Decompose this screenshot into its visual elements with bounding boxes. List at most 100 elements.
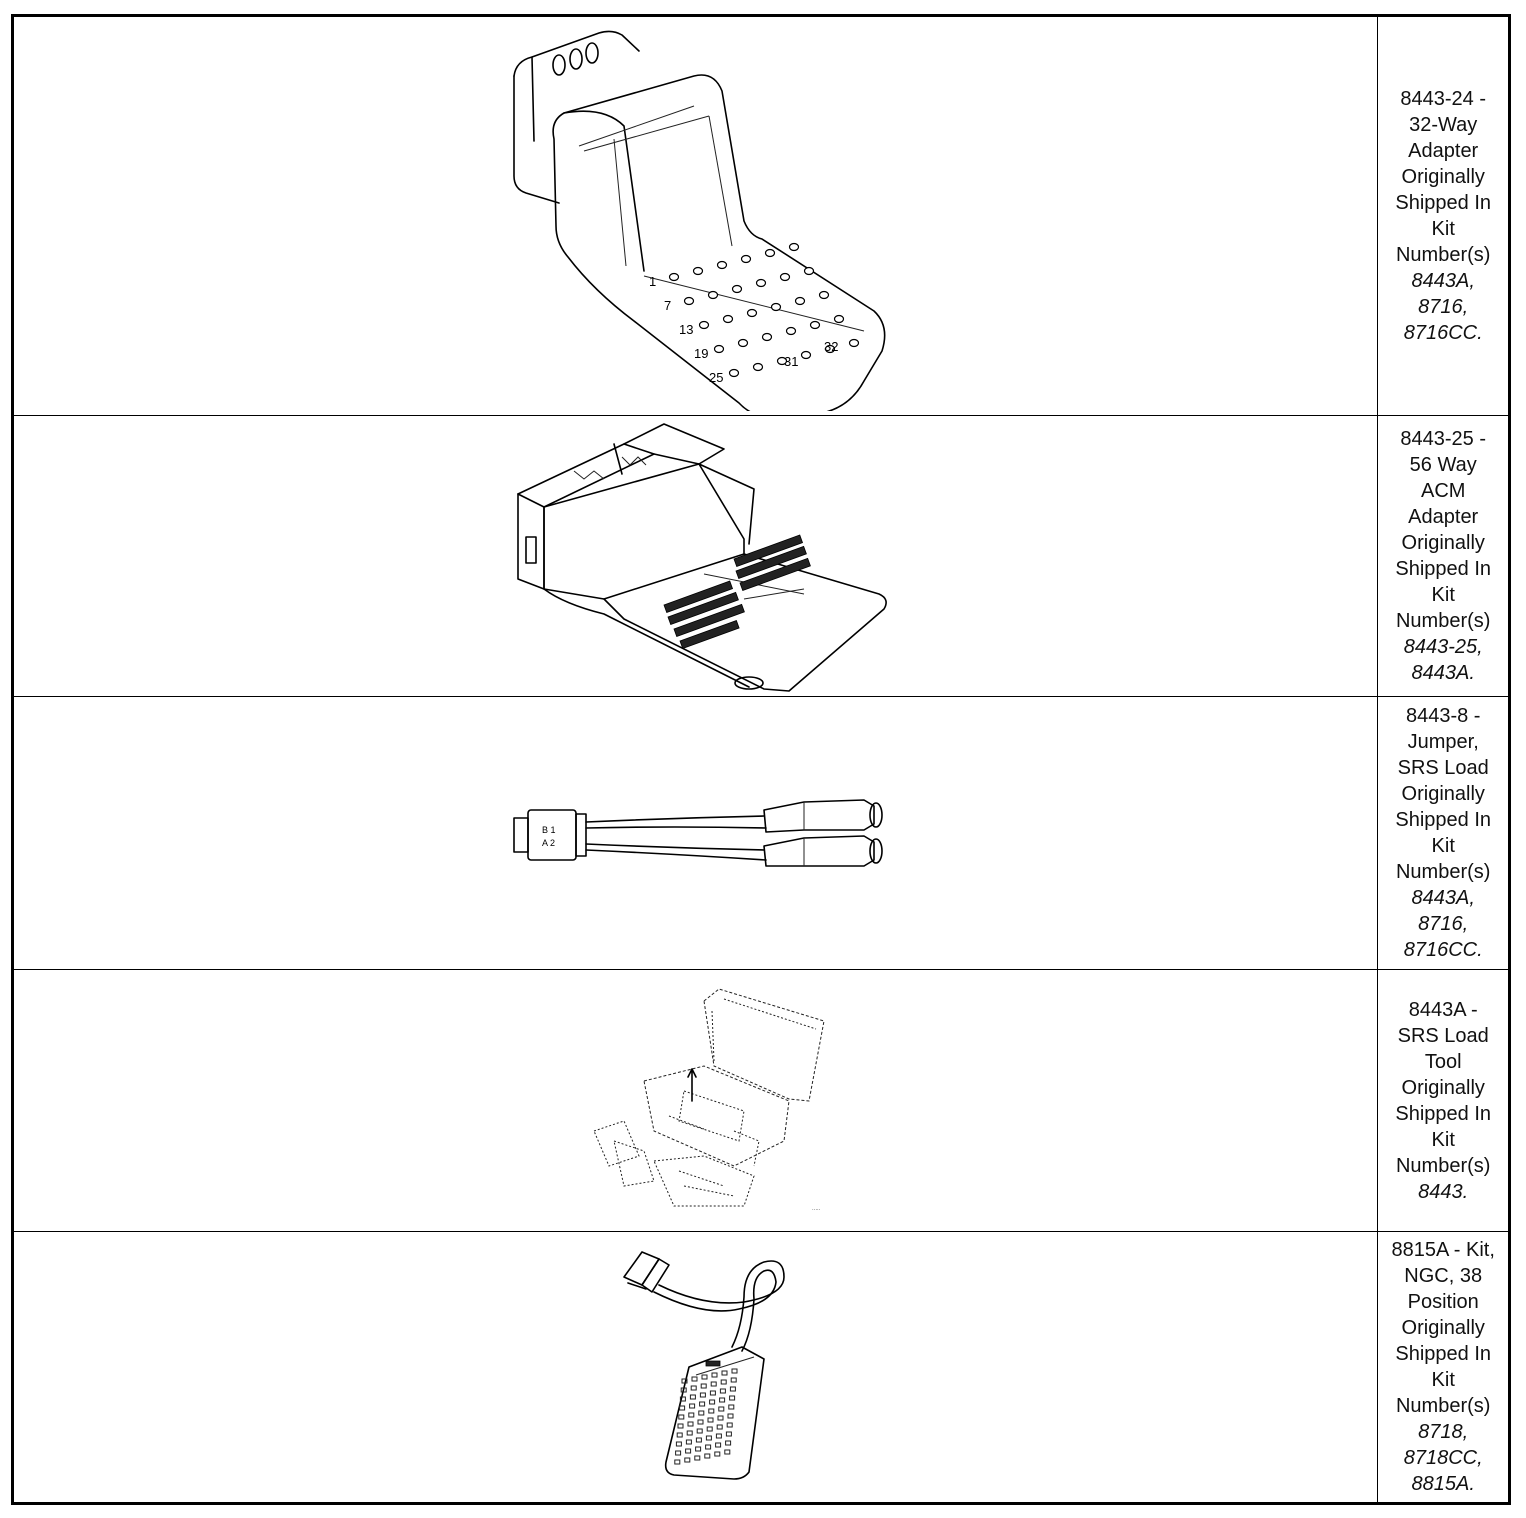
kit-number: 8443A, [1411, 270, 1475, 292]
tool-name-line: Position [1407, 1291, 1479, 1313]
note-line: Originally [1401, 1076, 1485, 1099]
kit-number: 8716CC. [1403, 322, 1483, 344]
note-line: Shipped In [1395, 192, 1492, 214]
pin-socket [781, 274, 790, 281]
pin-socket [790, 244, 799, 251]
pin-socket [678, 1424, 683, 1428]
kit-number: 8443-25, [1403, 636, 1483, 658]
pin-socket [711, 1382, 716, 1386]
tool-row: 8443-25 - 56 Way ACM Adapter Originally … [11, 415, 1510, 697]
note-line: Kit [1431, 1369, 1455, 1391]
pin-socket [724, 316, 733, 323]
pin-socket [685, 1458, 690, 1462]
tool-row: 8815A - Kit, NGC, 38 Position Originally… [11, 1231, 1510, 1504]
pin-socket [802, 352, 811, 359]
pin-socket [720, 1398, 725, 1402]
tool-description: 8443-8 - Jumper, SRS Load Originally Shi… [1377, 696, 1510, 970]
pin-label-32: 32 [824, 339, 838, 354]
pin-socket [742, 256, 751, 263]
pin-socket [728, 1414, 733, 1418]
pin-socket [679, 1415, 684, 1419]
tool-row: ····· 8443A - SRS Load Tool Originally S… [11, 969, 1510, 1232]
tool-illustration-cell [11, 1231, 1379, 1504]
pin-socket [702, 1375, 707, 1379]
pin-field-lower [664, 581, 744, 648]
note-line: Number(s) [1395, 244, 1491, 266]
pin-label-7: 7 [664, 298, 671, 313]
figure-id: ····· [812, 1207, 821, 1213]
note-line: Kit [1431, 584, 1455, 606]
kit-number: 8815A. [1411, 1473, 1475, 1495]
pin-socket [705, 1454, 710, 1458]
pin-socket [716, 1434, 721, 1438]
tool-code: 8443-24 - [1400, 88, 1487, 110]
pin-socket [694, 268, 703, 275]
pin-socket [680, 1397, 685, 1401]
pin-socket [709, 1409, 714, 1413]
note-line: Number(s) [1395, 861, 1491, 883]
kit-number: 8716, [1418, 296, 1469, 318]
pin-socket [700, 322, 709, 329]
note-line: Number(s) [1395, 1154, 1491, 1177]
kit-number: 8718CC, [1403, 1447, 1483, 1469]
tool-name-line: Adapter [1408, 140, 1479, 162]
pin-socket [787, 328, 796, 335]
note-line: Originally [1401, 166, 1485, 188]
note-line: Originally [1401, 783, 1485, 805]
tool-description: 8815A - Kit, NGC, 38 Position Originally… [1377, 1231, 1510, 1504]
tool-name-line: SRS Load [1397, 1024, 1489, 1047]
pin-socket [805, 268, 814, 275]
tool-name-line: Adapter [1408, 506, 1479, 528]
tool-name-line: Jumper, [1407, 731, 1479, 753]
note-line: Shipped In [1395, 558, 1492, 580]
pin-socket [692, 1377, 697, 1381]
pin-socket [748, 310, 757, 317]
pin-socket [708, 1418, 713, 1422]
pin-label-25: 25 [709, 370, 723, 385]
pin-socket [695, 1456, 700, 1460]
pin-socket [709, 292, 718, 299]
pin-socket [766, 250, 775, 257]
kit-number: 8716CC. [1403, 939, 1483, 961]
pin-socket [754, 364, 763, 371]
pin-socket [710, 1400, 715, 1404]
pin-socket [850, 340, 859, 347]
pin-socket [729, 1405, 734, 1409]
pin-socket [686, 1449, 691, 1453]
tool-illustration-cell: B 1 A 2 [11, 696, 1379, 970]
pin-label-19: 19 [694, 346, 708, 361]
tool-name-line: NGC, 38 [1404, 1265, 1483, 1287]
pin-socket [796, 298, 805, 305]
note-line: Shipped In [1395, 1102, 1492, 1125]
pin-socket [685, 298, 694, 305]
pin-socket [717, 1425, 722, 1429]
pin-socket [680, 1406, 685, 1410]
pin-grid [675, 1369, 737, 1464]
pin-field-upper [734, 535, 810, 590]
pin-socket [739, 340, 748, 347]
kit-number: 8443A. [1411, 662, 1475, 684]
tool-illustration-cell: ····· [11, 969, 1379, 1232]
pin-socket [757, 280, 766, 287]
tool-code: 8443A - [1408, 998, 1478, 1021]
pin-socket [715, 346, 724, 353]
pin-socket [835, 316, 844, 323]
ngc-38-position-kit-drawing [614, 1247, 814, 1487]
pin-socket [681, 1388, 686, 1392]
pin-socket [670, 274, 679, 281]
pin-socket [778, 358, 787, 365]
pin-socket [706, 1445, 711, 1449]
kit-number: 8716, [1418, 913, 1469, 935]
pin-label-31: 31 [784, 354, 798, 369]
tool-code: 8443-25 - [1400, 428, 1487, 450]
pin-socket [732, 1369, 737, 1373]
pin-socket [763, 334, 772, 341]
pin-socket [707, 1427, 712, 1431]
pin-socket [696, 1447, 701, 1451]
tool-code: 8443-8 - [1405, 705, 1481, 727]
note-line: Originally [1401, 532, 1485, 554]
pin-socket [682, 1379, 687, 1383]
pin-socket [687, 1431, 692, 1435]
pin-socket [730, 370, 739, 377]
srs-load-jumper-drawing: B 1 A 2 [504, 788, 894, 878]
